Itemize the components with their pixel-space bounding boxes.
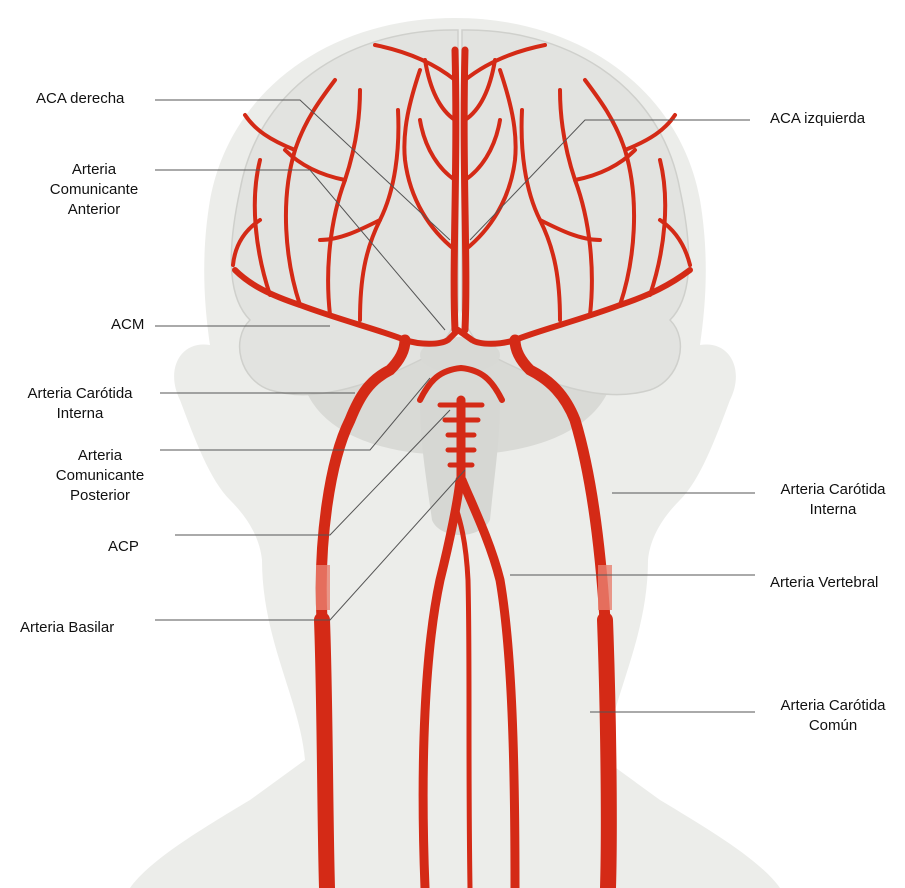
label-acm: ACM bbox=[111, 315, 144, 335]
label-acp: ACP bbox=[108, 537, 139, 557]
carotid-bulb-left bbox=[316, 565, 330, 610]
label-arteria-basilar: Arteria Basilar bbox=[20, 618, 114, 638]
label-comunicante-anterior: Arteria Comunicante Anterior bbox=[44, 160, 144, 220]
label-carotida-comun: Arteria Carótida Común bbox=[768, 696, 898, 736]
label-aca-derecha: ACA derecha bbox=[36, 89, 124, 109]
label-comunicante-posterior: Arteria Comunicante Posterior bbox=[50, 446, 150, 506]
common-carotid-left-vessel bbox=[322, 620, 327, 888]
aca-left-trunk bbox=[454, 50, 456, 330]
label-carotida-interna-left: Arteria Carótida Interna bbox=[10, 384, 150, 424]
common-carotid-right-vessel bbox=[605, 620, 609, 888]
carotid-bulb-right bbox=[598, 565, 612, 610]
aca-right-trunk bbox=[464, 50, 466, 330]
label-aca-izquierda: ACA izquierda bbox=[770, 109, 865, 129]
label-carotida-interna-right: Arteria Carótida Interna bbox=[768, 480, 898, 520]
label-arteria-vertebral: Arteria Vertebral bbox=[770, 573, 878, 593]
